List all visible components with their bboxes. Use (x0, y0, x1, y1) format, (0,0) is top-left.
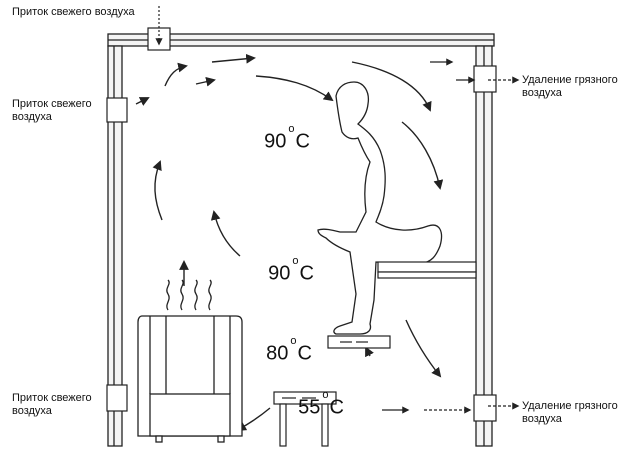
airflow-arrow (401, 121, 444, 190)
airflow-arrow (164, 62, 188, 87)
right-bottom-exhaust-vent (473, 394, 497, 422)
room-walls (107, 33, 495, 447)
temperature-unit: C (329, 396, 344, 419)
temperature-unit: C (297, 342, 312, 365)
airflow-arrow (255, 75, 334, 102)
airflow-arrow (211, 53, 256, 64)
airflow-arrow (135, 97, 150, 106)
top-intake-label: Приток свежего воздуха (12, 6, 135, 18)
footrest (327, 335, 391, 349)
bench (377, 261, 477, 279)
left-top-intake-vent (106, 97, 128, 123)
temperature-value: 90 (264, 130, 287, 153)
temperature-label: 80oC (255, 316, 312, 365)
sitting-person (317, 81, 443, 335)
airflow-arrow (236, 407, 271, 432)
temperature-unit: C (299, 262, 314, 285)
airflow-arrow (405, 319, 442, 378)
right-top-exhaust-vent (473, 65, 497, 93)
degree-mark: o (288, 123, 295, 135)
degree-mark: o (292, 255, 299, 267)
exhaust-arrows (382, 58, 520, 414)
airflow-arrow (365, 346, 374, 358)
exhaust-top-label: Удаление грязного воздуха (522, 74, 618, 99)
temperature-value: 90 (268, 262, 291, 285)
temperature-label: 90oC (253, 104, 310, 153)
left-top-intake-label: Приток свежего воздуха (12, 98, 92, 123)
airflow-arrow (210, 210, 241, 257)
heat-waves (166, 279, 212, 311)
airflow-arrow (195, 76, 216, 87)
temperature-value: 55 (298, 396, 321, 419)
left-bottom-intake-label: Приток свежего воздуха (12, 392, 92, 417)
degree-mark: o (290, 335, 297, 347)
airflow-arrows (135, 53, 444, 432)
left-bottom-intake-vent (106, 384, 128, 412)
left-wall (107, 45, 123, 447)
temperature-label: 90oC (257, 236, 314, 285)
sauna-heater (137, 315, 243, 443)
exhaust-bottom-label: Удаление грязного воздуха (522, 400, 618, 425)
airflow-arrow (351, 61, 432, 112)
temperature-label: 55oC (287, 370, 344, 419)
airflow-arrow (152, 160, 163, 221)
temperature-unit: C (295, 130, 310, 153)
stool (273, 391, 337, 447)
degree-mark: o (322, 389, 329, 401)
temperature-value: 80 (266, 342, 289, 365)
